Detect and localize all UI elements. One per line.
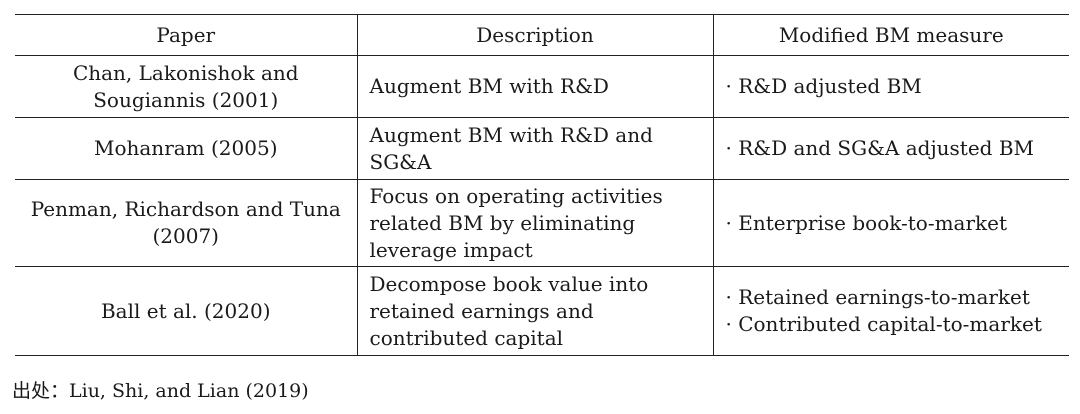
header-modified-bm-measure: Modified BM measure (712, 14, 1069, 56)
cell-text-line: Focus on operating activities (369, 183, 663, 208)
cell-text-line: Mohanram (2005) (93, 136, 278, 160)
table-row: Chan, Lakonishok and Sougiannis (2001) A… (15, 55, 1069, 118)
table-row: Mohanram (2005) Augment BM with R&D and … (15, 117, 1069, 180)
header-description: Description (356, 14, 714, 56)
cell-text-line: Chan, Lakonishok and (72, 60, 299, 85)
cell-text-line: leverage impact (369, 237, 533, 262)
cell-paper: Penman, Richardson and Tuna (2007) (15, 179, 358, 267)
cell-paper: Ball et al. (2020) (15, 266, 358, 356)
cell-measure: · Retained earnings-to-market · Contribu… (712, 266, 1069, 356)
source-citation: 出处：Liu, Shi, and Lian (2019) (12, 380, 309, 402)
cell-description: Decompose book value into retained earni… (356, 266, 714, 356)
cell-text-line: Penman, Richardson and Tuna (30, 197, 341, 221)
cell-description: Augment BM with R&D and SG&A (356, 117, 714, 180)
cell-text-line: SG&A (369, 149, 432, 174)
table-row: Ball et al. (2020) Decompose book value … (15, 266, 1069, 356)
cell-text-line: (2007) (152, 224, 219, 248)
cell-text-line: · R&D adjusted BM (725, 74, 922, 98)
cell-paper: Mohanram (2005) (15, 117, 358, 180)
cell-text-line: Augment BM with R&D (369, 74, 609, 98)
cell-measure: · R&D adjusted BM (712, 55, 1069, 118)
cell-measure: · Enterprise book-to-market (712, 179, 1069, 267)
header-paper: Paper (15, 14, 358, 56)
cell-text-line: Decompose book value into (369, 271, 649, 296)
cell-description: Augment BM with R&D (356, 55, 714, 118)
cell-measure: · R&D and SG&A adjusted BM (712, 117, 1069, 180)
bm-measures-table-container: Paper Description Modified BM measure Ch… (15, 14, 1069, 356)
cell-text-line: contributed capital (369, 325, 564, 350)
cell-text-line: · Retained earnings-to-market (725, 285, 1030, 309)
cell-text-line: Sougiannis (2001) (93, 87, 279, 112)
table-header-row: Paper Description Modified BM measure (15, 14, 1069, 56)
cell-paper: Chan, Lakonishok and Sougiannis (2001) (15, 55, 358, 118)
cell-text-line: related BM by eliminating (369, 210, 636, 235)
cell-text-line: · Contributed capital-to-market (725, 312, 1042, 336)
cell-description: Focus on operating activities related BM… (356, 179, 714, 267)
cell-text-line: Augment BM with R&D and (369, 122, 653, 147)
cell-text-line: retained earnings and (369, 298, 594, 323)
cell-text-line: · R&D and SG&A adjusted BM (725, 136, 1035, 160)
cell-text-line: Ball et al. (2020) (100, 298, 271, 323)
cell-text-line: · Enterprise book-to-market (725, 210, 1008, 235)
table-row: Penman, Richardson and Tuna (2007) Focus… (15, 179, 1069, 267)
bm-measures-table: Paper Description Modified BM measure Ch… (15, 14, 1069, 356)
